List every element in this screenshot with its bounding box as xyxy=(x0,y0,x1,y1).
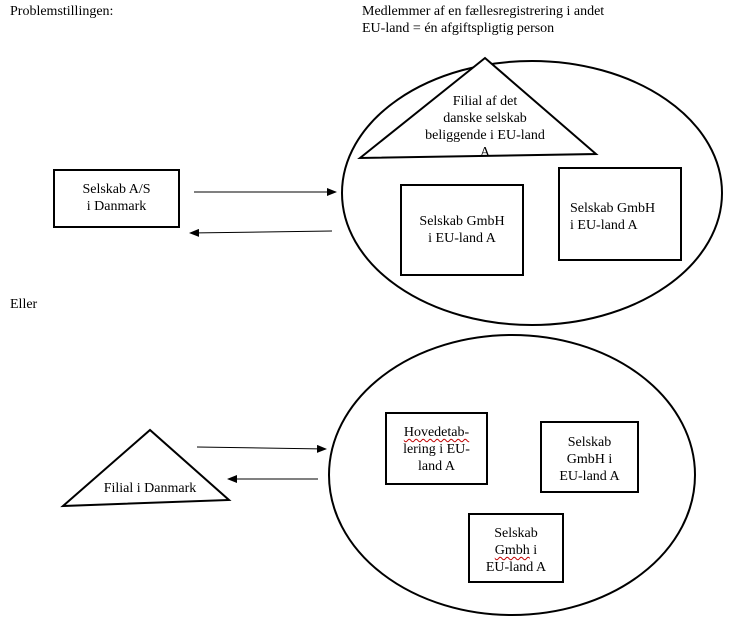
group-title-line2: EU-land = én afgiftspligtig person xyxy=(362,21,555,36)
head-office-line3: land A xyxy=(418,459,455,474)
top-branch-line3: beliggende i EU-land A xyxy=(425,128,545,160)
or-label: Eller xyxy=(10,297,38,312)
bottom-gmbh-right-line2: GmbH i xyxy=(566,452,613,467)
bottom-gmbh-line1: Selskab xyxy=(494,526,538,541)
bottom-gmbh-box: Selskab Gmbh i EU-land A xyxy=(468,513,564,583)
bottom-branch-triangle xyxy=(60,428,232,508)
bottom-gmbh-line2-word: Gmbh xyxy=(494,543,530,558)
head-office-box: Hovedetab- lering i EU- land A xyxy=(385,412,488,485)
bottom-gmbh-line3: EU-land A xyxy=(485,560,547,575)
company-dk-line2: i Danmark xyxy=(86,199,147,214)
company-dk-box: Selskab A/S i Danmark xyxy=(53,169,180,228)
top-gmbh-right-line1: Selskab GmbH xyxy=(570,201,656,216)
head-office-line2: lering i EU- xyxy=(403,442,470,457)
top-gmbh-right-line2: i EU-land A xyxy=(570,218,638,233)
bottom-gmbh-right-line1: Selskab xyxy=(567,435,612,450)
group-title-line1: Medlemmer af en fællesregistrering i and… xyxy=(362,4,605,19)
top-gmbh-left-line1: Selskab GmbH xyxy=(419,214,505,229)
bottom-arrow-right xyxy=(196,444,327,453)
top-arrow-left xyxy=(189,228,333,237)
top-gmbh-right-box: Selskab GmbH i EU-land A xyxy=(558,167,682,261)
top-gmbh-left-line2: i EU-land A xyxy=(428,231,496,246)
company-dk-line1: Selskab A/S xyxy=(82,182,151,197)
top-branch-line1: Filial af det xyxy=(452,94,518,109)
bottom-gmbh-line2-rest: i xyxy=(529,543,538,558)
top-branch-line2: danske selskab xyxy=(443,111,527,126)
bottom-branch-line1: Filial i Danmark xyxy=(103,481,197,496)
top-branch-triangle xyxy=(357,56,599,160)
top-branch-label: Filial af det danske selskab beliggende … xyxy=(420,93,550,161)
bottom-group-ellipse xyxy=(328,334,696,616)
head-office-line1: Hovedetab- xyxy=(403,425,470,440)
bottom-branch-label: Filial i Danmark xyxy=(85,480,215,497)
top-gmbh-left-box: Selskab GmbH i EU-land A xyxy=(400,184,524,276)
bottom-gmbh-right-box: Selskab GmbH i EU-land A xyxy=(540,421,639,493)
problem-heading: Problemstillingen: xyxy=(10,4,114,19)
top-group-ellipse xyxy=(341,60,723,326)
bottom-gmbh-right-line3: EU-land A xyxy=(559,469,620,484)
